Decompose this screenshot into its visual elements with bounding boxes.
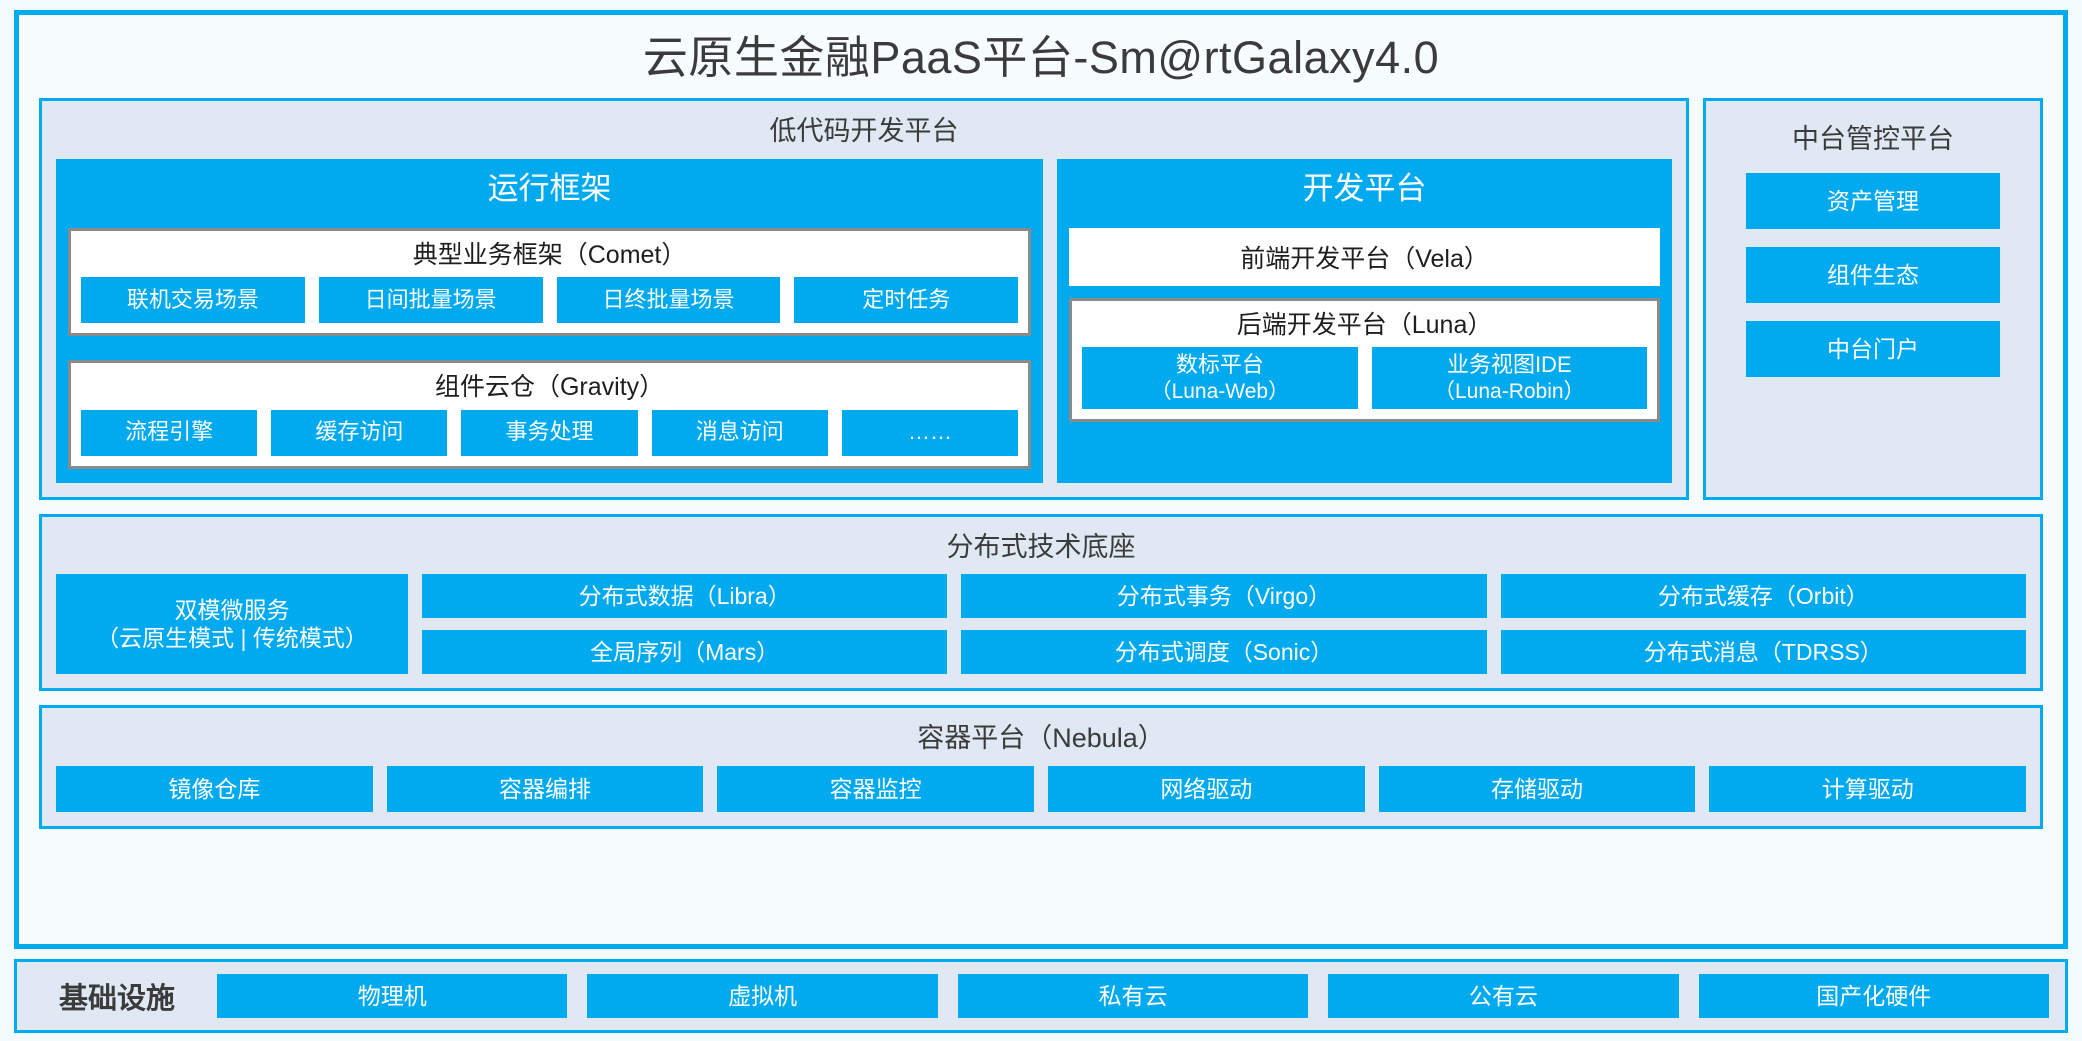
- dualmode-modes: （云原生模式 | 传统模式）: [96, 625, 368, 652]
- luna-robin-name: 业务视图IDE: [1446, 351, 1572, 377]
- infrastructure-panel: 基础设施 物理机 虚拟机 私有云 公有云 国产化硬件: [14, 959, 2068, 1033]
- infrastructure-item-private-cloud[interactable]: 私有云: [957, 974, 1309, 1018]
- midplatform-items: 资产管理 组件生态 中台门户: [1720, 172, 2026, 383]
- platform-main-frame: 云原生金融PaaS平台-Sm@rtGalaxy4.0 低代码开发平台 运行框架 …: [14, 10, 2068, 949]
- runtime-framework-title: 运行框架: [487, 170, 612, 206]
- lowcode-platform-body: 运行框架 典型业务框架（Comet） 联机交易场景 日间批量场景 日终批量场景 …: [56, 158, 1672, 483]
- lowcode-platform-title: 低代码开发平台: [769, 116, 959, 146]
- gravity-item[interactable]: 流程引擎: [81, 409, 258, 456]
- midplatform-item-component[interactable]: 组件生态: [1746, 246, 2000, 303]
- luna-items: 数标平台 （Luna-Web） 业务视图IDE （Luna-Robin）: [1082, 347, 1647, 410]
- top-row: 低代码开发平台 运行框架 典型业务框架（Comet） 联机交易场景 日间批量场景…: [39, 98, 2043, 500]
- gravity-items: 流程引擎 缓存访问 事务处理 消息访问 ……: [81, 409, 1019, 456]
- frontend-dev-platform-vela[interactable]: 前端开发平台（Vela）: [1069, 227, 1660, 286]
- container-item-monitoring[interactable]: 容器监控: [717, 766, 1035, 813]
- container-item-orchestration[interactable]: 容器编排: [386, 766, 704, 813]
- techbase-panel: 分布式技术底座 双模微服务 （云原生模式 | 传统模式） 分布式数据（Libra…: [39, 513, 2043, 692]
- comet-card: 典型业务框架（Comet） 联机交易场景 日间批量场景 日终批量场景 定时任务: [68, 227, 1032, 337]
- techbase-column-2: 分布式事务（Virgo） 分布式调度（Sonic）: [961, 574, 1487, 675]
- techbase-item-tdrss[interactable]: 分布式消息（TDRSS）: [1500, 630, 2026, 675]
- infrastructure-item-physical[interactable]: 物理机: [217, 974, 568, 1018]
- container-items: 镜像仓库 容器编排 容器监控 网络驱动 存储驱动 计算驱动: [56, 766, 2027, 813]
- gravity-item[interactable]: 缓存访问: [271, 409, 448, 456]
- techbase-item-mars[interactable]: 全局序列（Mars）: [422, 630, 948, 675]
- dualmode-microservice-wrap: 双模微服务 （云原生模式 | 传统模式）: [56, 574, 408, 675]
- gravity-item[interactable]: 事务处理: [461, 409, 638, 456]
- lowcode-platform-panel: 低代码开发平台 运行框架 典型业务框架（Comet） 联机交易场景 日间批量场景…: [39, 98, 1689, 500]
- backend-dev-platform-title: 后端开发平台（Luna）: [1236, 310, 1493, 339]
- comet-item[interactable]: 联机交易场景: [81, 277, 305, 324]
- comet-item[interactable]: 日间批量场景: [318, 277, 543, 324]
- development-platform-title: 开发平台: [1302, 170, 1427, 206]
- luna-robin-code: （Luna-Robin）: [1433, 379, 1585, 403]
- techbase-item-orbit[interactable]: 分布式缓存（Orbit）: [1500, 574, 2026, 619]
- gravity-card: 组件云仓（Gravity） 流程引擎 缓存访问 事务处理 消息访问 ……: [68, 360, 1032, 469]
- midplatform-item-asset[interactable]: 资产管理: [1746, 172, 2000, 229]
- comet-item[interactable]: 日终批量场景: [556, 277, 781, 324]
- development-platform-box: 开发平台 前端开发平台（Vela） 后端开发平台（Luna） 数标平台 （Lun…: [1057, 158, 1672, 483]
- comet-title: 典型业务框架（Comet）: [412, 240, 687, 269]
- midplatform-control-panel: 中台管控平台 资产管理 组件生态 中台门户: [1703, 98, 2043, 500]
- techbase-item-libra[interactable]: 分布式数据（Libra）: [422, 574, 948, 619]
- container-item-compute-driver[interactable]: 计算驱动: [1709, 766, 2027, 813]
- luna-web-name: 数标平台: [1175, 351, 1264, 377]
- infrastructure-label: 基础设施: [59, 983, 176, 1015]
- dualmode-microservice-tag[interactable]: 双模微服务 （云原生模式 | 传统模式）: [56, 574, 408, 675]
- techbase-column-1: 分布式数据（Libra） 全局序列（Mars）: [422, 574, 948, 675]
- infrastructure-item-virtual[interactable]: 虚拟机: [587, 974, 938, 1018]
- techbase-item-virgo[interactable]: 分布式事务（Virgo）: [961, 574, 1487, 619]
- luna-card: 后端开发平台（Luna） 数标平台 （Luna-Web） 业务视图IDE （Lu…: [1069, 297, 1660, 423]
- container-item-storage-driver[interactable]: 存储驱动: [1378, 766, 1696, 813]
- luna-robin-tag[interactable]: 业务视图IDE （Luna-Robin）: [1371, 347, 1647, 410]
- container-platform-panel: 容器平台（Nebula） 镜像仓库 容器编排 容器监控 网络驱动 存储驱动 计算…: [39, 705, 2043, 830]
- techbase-column-3: 分布式缓存（Orbit） 分布式消息（TDRSS）: [1500, 574, 2026, 675]
- midplatform-item-portal[interactable]: 中台门户: [1746, 320, 2000, 377]
- techbase-title: 分布式技术底座: [946, 531, 1136, 562]
- midplatform-control-title: 中台管控平台: [1792, 124, 1954, 154]
- comet-item[interactable]: 定时任务: [794, 277, 1019, 324]
- container-platform-title: 容器平台（Nebula）: [917, 723, 1165, 754]
- gravity-item[interactable]: 消息访问: [651, 409, 828, 456]
- techbase-body: 双模微服务 （云原生模式 | 传统模式） 分布式数据（Libra） 全局序列（M…: [56, 574, 2026, 675]
- infrastructure-items: 物理机 虚拟机 私有云 公有云 国产化硬件: [217, 974, 2049, 1018]
- infrastructure-item-domestic-hardware[interactable]: 国产化硬件: [1698, 974, 2049, 1018]
- gravity-title: 组件云仓（Gravity）: [434, 373, 665, 402]
- runtime-framework-box: 运行框架 典型业务框架（Comet） 联机交易场景 日间批量场景 日终批量场景 …: [56, 158, 1044, 483]
- luna-web-tag[interactable]: 数标平台 （Luna-Web）: [1082, 347, 1358, 410]
- dualmode-name: 双模微服务: [174, 597, 290, 624]
- container-item-registry[interactable]: 镜像仓库: [56, 766, 373, 813]
- comet-items: 联机交易场景 日间批量场景 日终批量场景 定时任务: [81, 277, 1019, 324]
- page-title: 云原生金融PaaS平台-Sm@rtGalaxy4.0: [642, 32, 1440, 83]
- infrastructure-item-public-cloud[interactable]: 公有云: [1328, 974, 1679, 1018]
- luna-web-code: （Luna-Web）: [1150, 379, 1290, 403]
- techbase-item-sonic[interactable]: 分布式调度（Sonic）: [961, 630, 1487, 675]
- gravity-item-more[interactable]: ……: [841, 409, 1019, 456]
- container-item-network-driver[interactable]: 网络驱动: [1048, 766, 1365, 813]
